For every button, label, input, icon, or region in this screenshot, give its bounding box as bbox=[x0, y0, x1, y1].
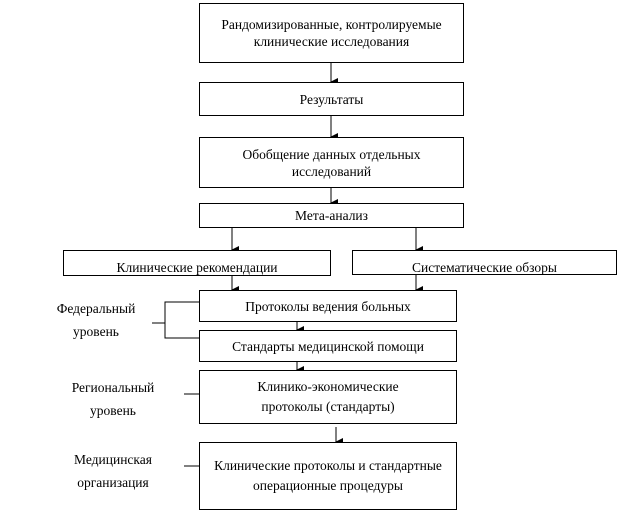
box-label: Стандарты медицинской помощи bbox=[232, 338, 424, 354]
federal-bracket bbox=[152, 301, 199, 339]
box-label: Рандомизированные, контролируемые клинич… bbox=[221, 17, 442, 49]
box-rct: Рандомизированные, контролируемые клинич… bbox=[199, 3, 464, 63]
box-protocols: Протоколы ведения больных bbox=[199, 290, 457, 322]
level-regional: Региональный уровень bbox=[71, 380, 155, 418]
box-label: Клинические рекомендации bbox=[116, 260, 278, 275]
box-label: Клинико-экономические протоколы (стандар… bbox=[257, 379, 399, 414]
box-label: Обобщение данных отдельных исследований bbox=[242, 146, 421, 179]
box-label: Мета-анализ bbox=[295, 208, 368, 223]
box-systematic-reviews: Систематические обзоры bbox=[352, 250, 617, 275]
box-label: Систематические обзоры bbox=[411, 260, 558, 275]
level-federal: Федеральный уровень bbox=[56, 301, 136, 339]
box-economic-protocols: Клинико-экономические протоколы (стандар… bbox=[199, 370, 457, 424]
box-label: Протоколы ведения больных bbox=[245, 298, 411, 314]
level-organization: Медицинская организация bbox=[74, 452, 152, 490]
box-synthesis: Обобщение данных отдельных исследований bbox=[199, 137, 464, 188]
box-results: Результаты bbox=[199, 82, 464, 116]
box-meta-analysis: Мета-анализ bbox=[199, 203, 464, 228]
box-standards: Стандарты медицинской помощи bbox=[199, 330, 457, 362]
box-guidelines: Клинические рекомендации bbox=[63, 250, 331, 276]
box-clinical-protocols: Клинические протоколы и стандартные опер… bbox=[199, 442, 457, 510]
box-label: Клинические протоколы и стандартные опер… bbox=[214, 458, 442, 493]
box-label: Результаты bbox=[299, 91, 364, 107]
